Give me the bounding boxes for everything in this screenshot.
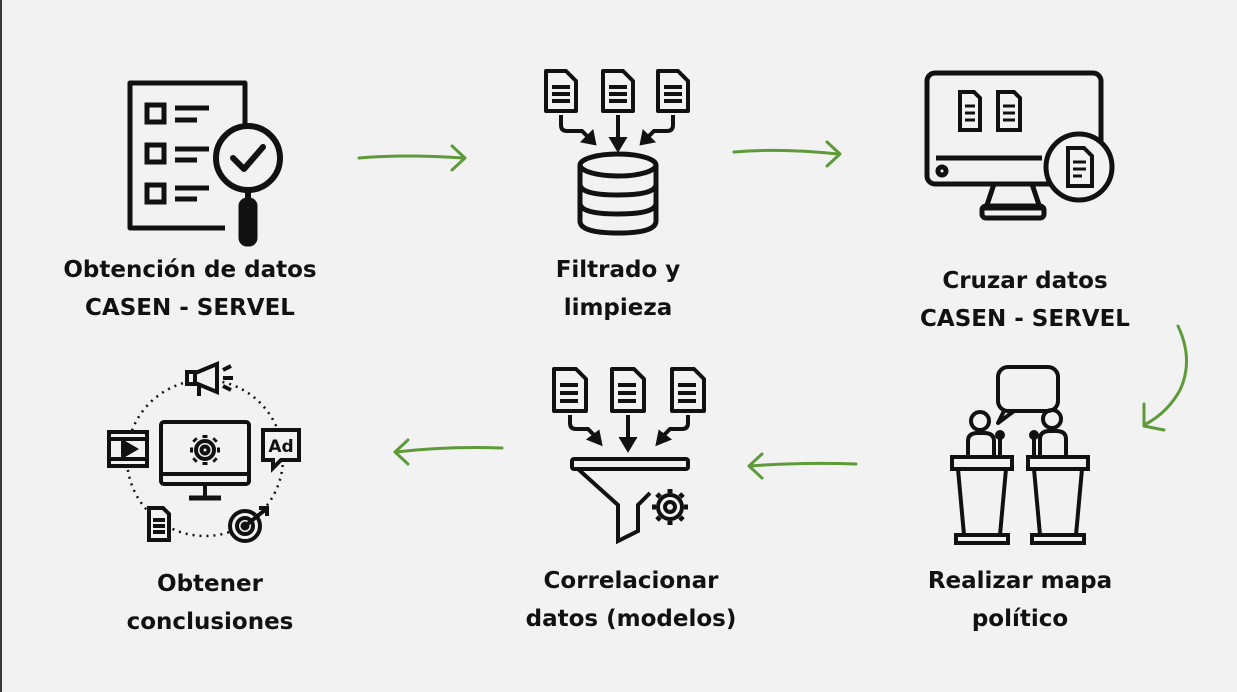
step-label-mapa: Realizar mapa político [870,562,1170,638]
step-label-correlacionar: Correlacionar datos (modelos) [481,562,781,638]
step-label-line: limpieza [563,295,673,321]
step-label-line: Cruzar datos [942,268,1108,294]
arrow-filtrado-to-cruzar [732,140,842,168]
step-label-line: datos (modelos) [525,606,737,632]
debate-podiums-icon [948,365,1096,547]
arrow-cruzar-to-mapa [1142,324,1189,432]
step-label-line: Realizar mapa [927,568,1113,594]
step-label-line: político [971,606,1069,632]
step-label-line: CASEN - SERVEL [85,295,295,321]
step-label-obtencion: Obtención de datos CASEN - SERVEL [40,251,340,327]
left-border [0,0,2,692]
step-label-line: CASEN - SERVEL [920,306,1130,332]
step-label-line: Correlacionar [543,568,719,594]
arrow-mapa-to-correlacionar [747,452,858,480]
step-label-line: Filtrado y [555,257,681,283]
svg-text:Ad: Ad [268,437,293,457]
monitor-documents-icon [922,68,1118,223]
arrow-obtencion-to-filtrado [357,144,467,172]
documents-to-database-icon [538,67,698,237]
step-label-line: conclusiones [126,609,294,635]
documents-funnel-gear-icon [548,365,716,547]
arrow-correlacionar-to-conclusiones [393,438,504,466]
step-label-filtrado: Filtrado y limpieza [468,251,768,327]
checklist-magnifier-icon [125,78,290,248]
digital-marketing-cycle-icon: Ad [105,358,305,550]
step-label-cruzar: Cruzar datos CASEN - SERVEL [875,262,1175,338]
step-label-conclusiones: Obtener conclusiones [60,565,360,641]
step-label-line: Obtención de datos [63,257,317,283]
step-label-line: Obtener [157,571,263,597]
